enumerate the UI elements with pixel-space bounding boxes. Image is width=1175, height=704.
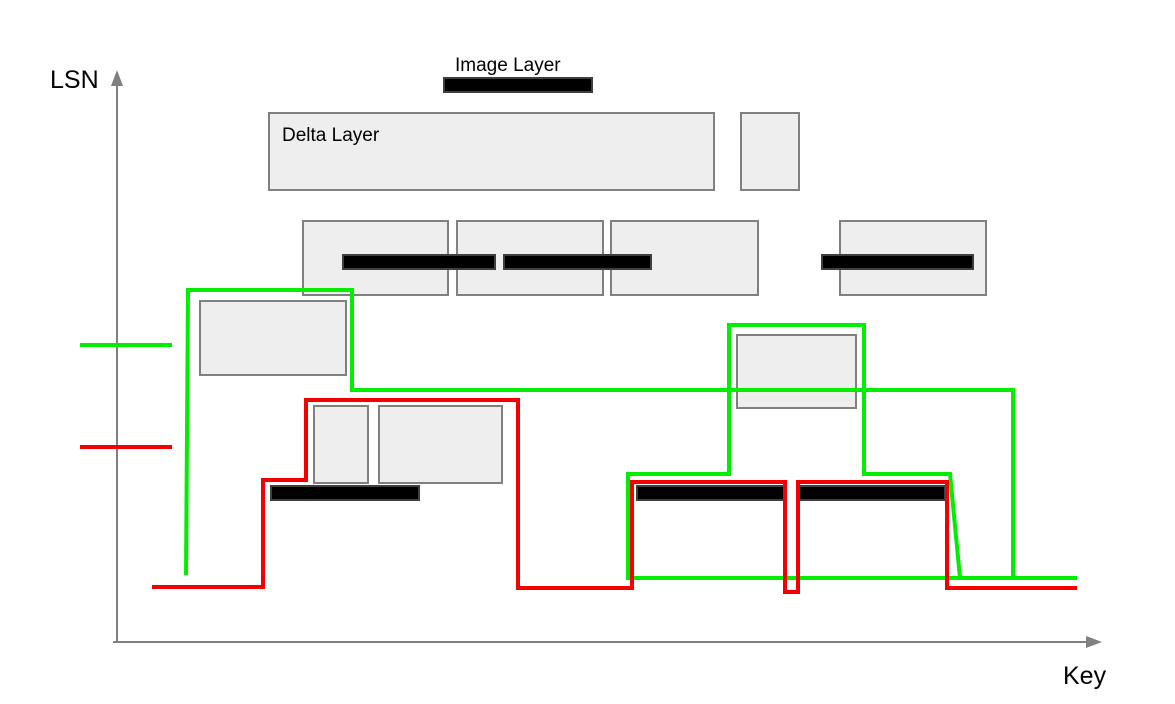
red-read-path-trace [152, 398, 1077, 594]
green-read-path-trace [184, 288, 1077, 580]
delta-green-left-box [199, 300, 347, 376]
delta-layer-main [268, 112, 715, 191]
image-bar-row2-mid [503, 254, 652, 270]
image-bar-row2-left [342, 254, 496, 270]
image-bar-red-mid [636, 485, 786, 501]
delta-red-box-wide [378, 405, 503, 484]
image-layer-bar-top [443, 77, 593, 93]
y-axis-label: LSN [50, 66, 99, 94]
delta-layer-right-narrow [740, 112, 800, 191]
y-axis-arrow-icon [111, 70, 123, 86]
delta-red-box-small [313, 405, 369, 484]
x-axis-label: Key [1063, 662, 1107, 690]
delta-layer-label: Delta Layer [282, 125, 380, 146]
delta-green-right-box [736, 334, 857, 409]
x-axis-arrow-icon [1086, 636, 1102, 648]
image-layer-label: Image Layer [455, 55, 561, 76]
y-axis [111, 70, 123, 642]
image-bar-red-left [270, 485, 420, 501]
image-bar-red-right [797, 485, 946, 501]
image-bar-row2-right [821, 254, 974, 270]
x-axis [113, 636, 1102, 648]
